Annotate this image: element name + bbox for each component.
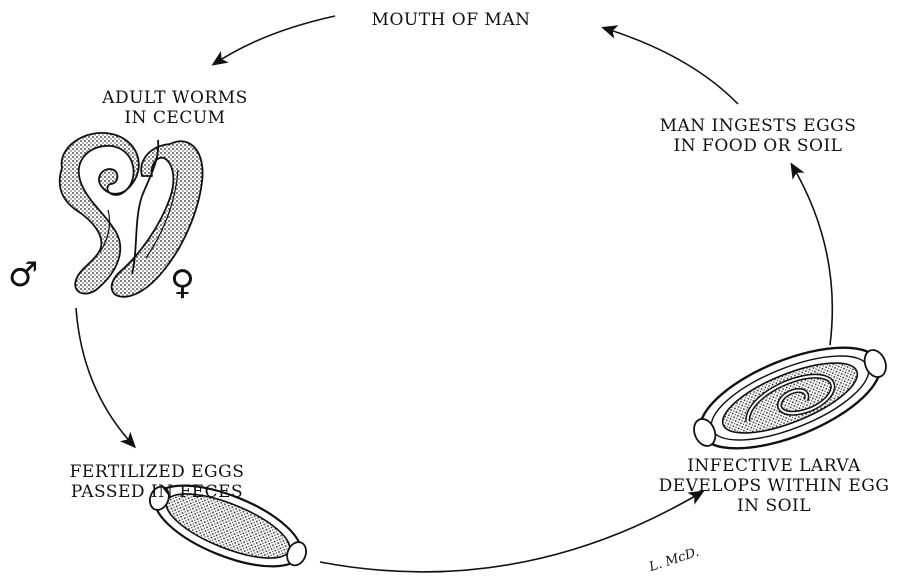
- arrow-adult-to-eggs: [76, 308, 134, 446]
- male-symbol: ♂: [8, 258, 38, 292]
- arrow-larva-to-ingest: [792, 165, 832, 345]
- label-infective-larva: INFECTIVE LARVA DEVELOPS WITHIN EGG IN S…: [636, 456, 912, 516]
- label-line: INFECTIVE LARVA: [636, 456, 912, 476]
- larva-egg-illustration: [681, 325, 899, 472]
- label-line: IN CECUM: [80, 108, 270, 128]
- label-line: FERTILIZED EGGS: [26, 462, 288, 482]
- label-fertilized-eggs: FERTILIZED EGGS PASSED IN FECES: [26, 462, 288, 502]
- arrow-mouth-to-adult: [214, 16, 335, 64]
- label-line: IN FOOD OR SOIL: [620, 136, 896, 156]
- label-man-ingests: MAN INGESTS EGGS IN FOOD OR SOIL: [620, 116, 896, 156]
- arrow-ingest-to-mouth: [604, 28, 738, 104]
- label-line: DEVELOPS WITHIN EGG: [636, 476, 912, 496]
- label-line: ADULT WORMS: [80, 88, 270, 108]
- label-line: IN SOIL: [636, 496, 912, 516]
- label-line: PASSED IN FECES: [26, 482, 288, 502]
- label-mouth-of-man: MOUTH OF MAN: [346, 10, 556, 30]
- label-line: MAN INGESTS EGGS: [620, 116, 896, 136]
- label-line: MOUTH OF MAN: [346, 10, 556, 30]
- female-symbol: ♀: [170, 266, 195, 300]
- label-adult-worms: ADULT WORMS IN CECUM: [80, 88, 270, 128]
